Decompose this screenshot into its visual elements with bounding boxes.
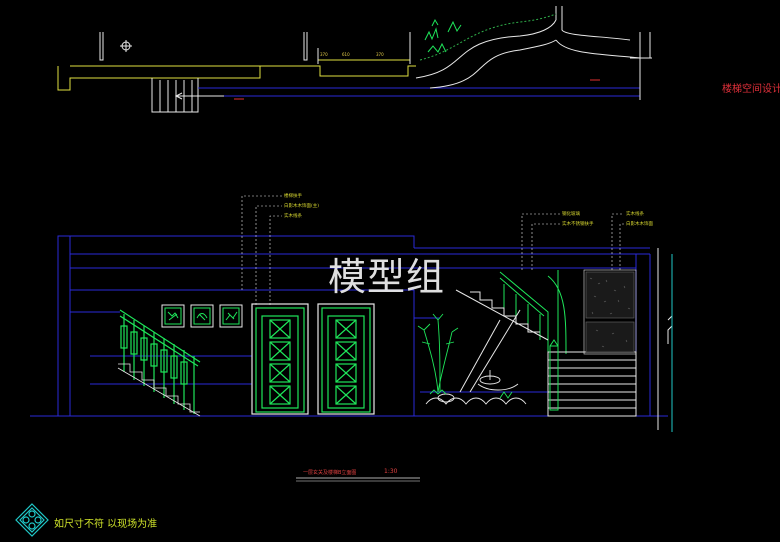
plant-fountain — [417, 313, 527, 405]
picture-frame-2 — [190, 304, 214, 328]
annotation-right-2: 实木不锈钢扶手 — [562, 222, 594, 227]
left-stair — [119, 309, 201, 414]
space-design-title: 楼梯空间设计 — [722, 84, 780, 95]
picture-frame-3 — [219, 304, 243, 328]
door-right — [317, 303, 375, 415]
floor-plan-fragment — [57, 6, 652, 113]
left-stair-treads — [117, 363, 201, 417]
plan-dim-2: 610 — [342, 52, 350, 57]
annotation-left-2: 白影木木饰面(主) — [284, 204, 320, 209]
annotation-left-1: 楼梯扶手 — [284, 194, 302, 199]
annotation-right-4: 白影木木饰面 — [626, 222, 653, 227]
plan-dim-3: 370 — [376, 52, 384, 57]
wall-pictures — [161, 304, 243, 328]
stone-wall-panel — [583, 269, 637, 355]
annotation-right-3: 实木线条 — [626, 212, 644, 217]
picture-frame-1 — [161, 304, 185, 328]
plan-dim-1: 370 — [320, 52, 328, 57]
right-leaders — [521, 213, 624, 270]
company-logo — [15, 503, 49, 537]
door-left — [251, 303, 309, 415]
plan-dimension-labels: 370 610 370 — [320, 52, 384, 57]
drawing-scale: 1:30 — [384, 468, 398, 475]
annotation-left-3: 实木线条 — [284, 214, 302, 219]
annotation-right-1: 钢化玻璃 — [562, 212, 580, 217]
footer-note: 如尺寸不符 以现场为准 — [54, 519, 158, 530]
drawing-title: 一层玄关及楼梯B立面图 — [303, 470, 357, 476]
left-leaders — [241, 195, 282, 305]
watermark: 模型组 — [328, 255, 446, 299]
